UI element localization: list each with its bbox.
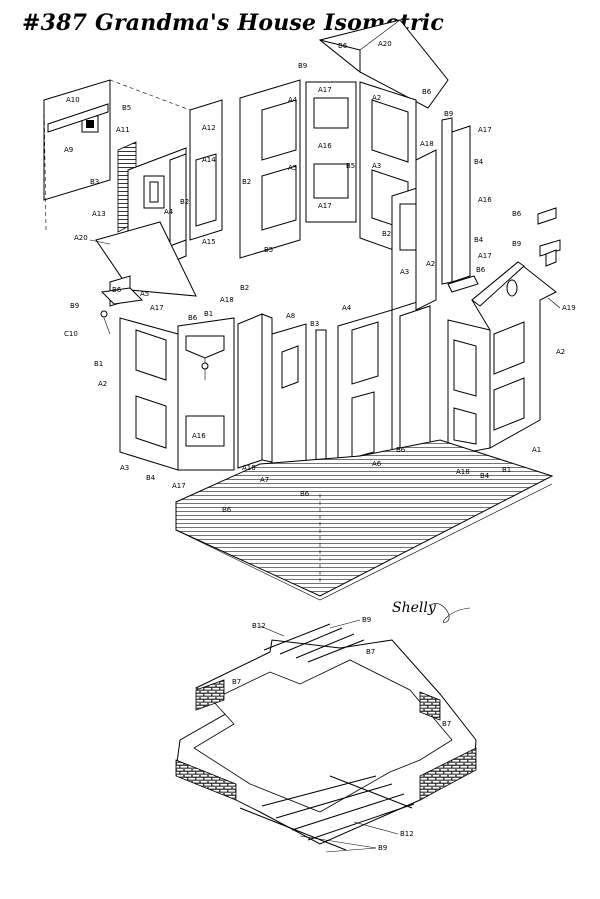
label-b12: B12 xyxy=(252,622,266,630)
label-a2: A2 xyxy=(556,348,565,356)
label-b4: B4 xyxy=(146,474,156,482)
wall-panel-a9 xyxy=(43,79,191,231)
label-a17: A17 xyxy=(318,202,332,210)
gable-roof-a20-left xyxy=(95,221,197,318)
rear-wall-panels xyxy=(239,79,417,259)
label-b1: B1 xyxy=(204,310,213,318)
label-b7: B7 xyxy=(232,678,241,686)
label-a2: A2 xyxy=(426,260,435,268)
label-a3: A3 xyxy=(120,464,129,472)
label-b6: B6 xyxy=(300,490,310,498)
label-b5: B5 xyxy=(122,104,131,112)
artist-signature: Shelly xyxy=(392,600,437,616)
label-a4: A4 xyxy=(342,304,352,312)
leader-lines xyxy=(89,239,561,853)
foundation-base xyxy=(175,623,477,851)
label-b6: B6 xyxy=(422,88,432,96)
label-b1: B1 xyxy=(94,360,103,368)
label-a5: A5 xyxy=(288,164,297,172)
label-c10: C10 xyxy=(64,330,78,338)
label-a13: A13 xyxy=(92,210,106,218)
right-gable-wall xyxy=(447,261,557,457)
label-b9: B9 xyxy=(298,62,307,70)
label-a9: A9 xyxy=(64,146,73,154)
label-a16: A16 xyxy=(318,142,332,150)
joists-bottom xyxy=(239,775,415,851)
label-b5: B5 xyxy=(346,162,355,170)
label-b6: B6 xyxy=(338,42,348,50)
label-a2: A2 xyxy=(372,94,381,102)
label-a6: A6 xyxy=(372,460,382,468)
label-a4: A4 xyxy=(164,208,174,216)
label-a15: A15 xyxy=(202,238,216,246)
label-b1: B1 xyxy=(502,466,511,474)
label-a17: A17 xyxy=(150,304,164,312)
label-a17: A17 xyxy=(478,126,492,134)
label-a10: A10 xyxy=(66,96,80,104)
label-a4: A4 xyxy=(288,96,298,104)
label-a16: A16 xyxy=(478,196,492,204)
label-a17: A17 xyxy=(318,86,332,94)
joists-top xyxy=(263,623,365,663)
label-b6: B6 xyxy=(512,210,522,218)
label-b2: B2 xyxy=(180,198,189,206)
label-b5: B5 xyxy=(264,246,273,254)
right-frame-panels xyxy=(391,117,471,311)
label-b3: B3 xyxy=(310,320,319,328)
label-b9: B9 xyxy=(512,240,521,248)
label-b6: B6 xyxy=(188,314,198,322)
center-front-panels xyxy=(237,305,431,495)
frame-panel-a12 xyxy=(189,99,223,241)
label-b7: B7 xyxy=(366,648,375,656)
label-a7: A7 xyxy=(260,476,269,484)
label-b9: B9 xyxy=(362,616,371,624)
label-a16: A16 xyxy=(192,432,206,440)
label-b9: B9 xyxy=(444,110,453,118)
part-labels: B6 A20 B9 B6 B9 A10 B5 A9 A11 B3 A13 A20… xyxy=(64,40,576,852)
label-a17: A17 xyxy=(172,482,186,490)
label-a11: A11 xyxy=(116,126,130,134)
label-a12: A12 xyxy=(202,124,216,132)
label-b6-floor: B6 xyxy=(222,506,232,514)
label-a19: A19 xyxy=(562,304,576,312)
label-a18: A18 xyxy=(242,464,256,472)
label-b9: B9 xyxy=(70,302,79,310)
label-a18: A18 xyxy=(420,140,434,148)
floor-b6 xyxy=(175,439,554,601)
label-b6: B6 xyxy=(396,446,406,454)
label-a1: A1 xyxy=(532,446,541,454)
top-roof-a20 xyxy=(318,19,449,109)
label-b9: B9 xyxy=(378,844,387,852)
label-b3: B3 xyxy=(90,178,99,186)
label-b4: B4 xyxy=(480,472,490,480)
label-a3: A3 xyxy=(400,268,409,276)
label-b2: B2 xyxy=(382,230,391,238)
bracket-parts-right xyxy=(447,207,561,293)
label-a2: A2 xyxy=(98,380,107,388)
label-a14: A14 xyxy=(202,156,216,164)
label-a18: A18 xyxy=(456,468,470,476)
label-a3: A3 xyxy=(372,162,381,170)
left-front-wall xyxy=(119,317,235,471)
label-b6: B6 xyxy=(112,286,122,294)
label-b4: B4 xyxy=(474,158,484,166)
label-b7: B7 xyxy=(442,720,451,728)
label-b6: B6 xyxy=(476,266,486,274)
label-a20: A20 xyxy=(74,234,88,242)
label-a18: A18 xyxy=(220,296,234,304)
label-b2: B2 xyxy=(240,284,249,292)
label-b2: B2 xyxy=(242,178,251,186)
label-b4: B4 xyxy=(474,236,484,244)
label-a5: A5 xyxy=(140,290,149,298)
label-a20: A20 xyxy=(378,40,392,48)
label-b12: B12 xyxy=(400,830,414,838)
label-a8: A8 xyxy=(286,312,295,320)
label-a17: A17 xyxy=(478,252,492,260)
